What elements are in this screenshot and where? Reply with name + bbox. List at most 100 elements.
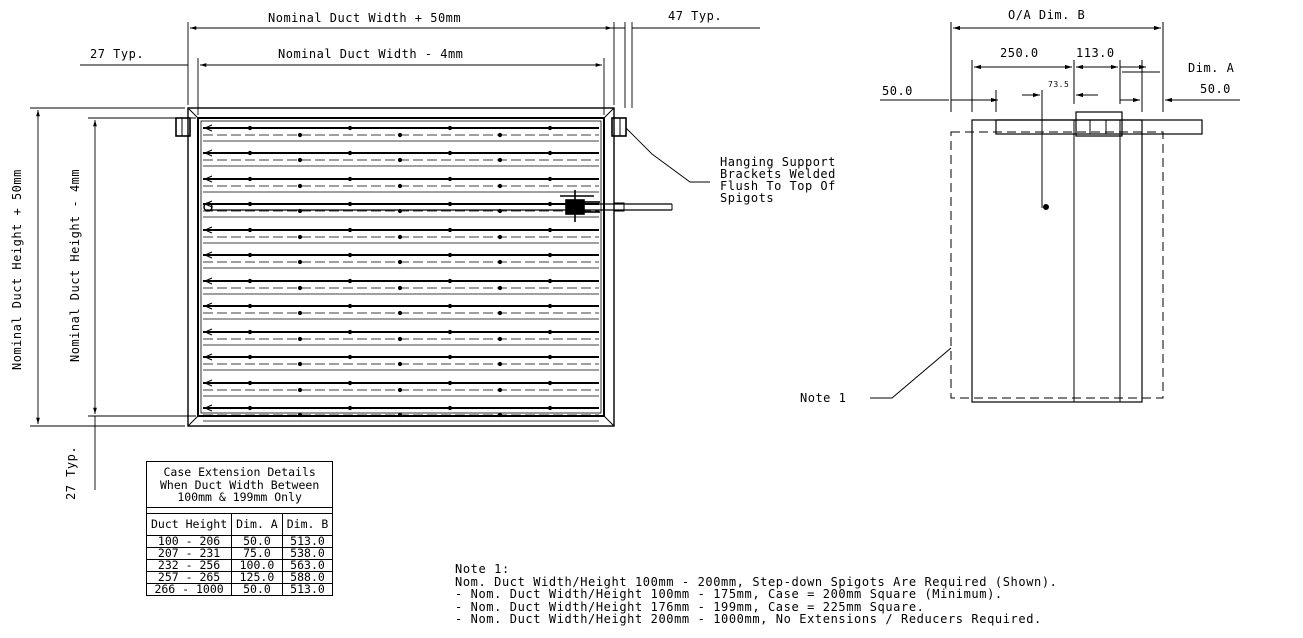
blade-line: [203, 124, 213, 132]
blade-rivet: [447, 329, 453, 335]
blade-rivet: [297, 183, 303, 189]
blade-line: [203, 353, 213, 361]
side-250-label: 250.0: [1000, 46, 1039, 60]
note-line: - Nom. Duct Width/Height 200mm - 1000mm,…: [455, 612, 1042, 627]
blade-rivet: [247, 125, 253, 131]
note1-marker: Note 1: [800, 391, 847, 405]
blade-rivet: [397, 387, 403, 393]
outer-frame: [187, 107, 615, 427]
side-elevation: [870, 22, 1240, 403]
blade-rivet: [497, 132, 503, 138]
blade-rivet: [397, 259, 403, 265]
blade-rivet: [397, 336, 403, 342]
side-overall-label: O/A Dim. B: [1008, 8, 1086, 22]
blade-rivet: [447, 150, 453, 156]
blade-line: [203, 404, 213, 412]
inner-width-label: Nominal Duct Width - 4mm: [278, 47, 464, 61]
blade-rivet: [497, 259, 503, 265]
hanging-support-callout: Hanging Support Brackets Welded Flush To…: [720, 155, 836, 205]
blade-rivet: [397, 285, 403, 291]
flange-right-label: 47 Typ.: [668, 9, 723, 23]
blade-rivet: [547, 380, 553, 386]
blade-rivet: [347, 227, 353, 233]
blade-rivet: [397, 132, 403, 138]
table-row: 257 - 265 125.0 588.0: [145, 570, 334, 584]
blade-line: [203, 251, 213, 259]
blade-rivet: [497, 387, 503, 393]
shaft-coupling: [613, 202, 625, 212]
blade-rivet: [397, 183, 403, 189]
case-body: [971, 119, 1143, 403]
blade-rivet: [547, 150, 553, 156]
blade-rivet: [397, 412, 403, 418]
side-50-right-label: 50.0: [1200, 82, 1231, 96]
blade-rivet: [397, 361, 403, 367]
inner-height-label: Nominal Duct Height - 4mm: [68, 168, 82, 362]
blade-rivet: [297, 387, 303, 393]
table-header: Duct Height Dim. A Dim. B: [145, 512, 334, 536]
blade-rivet: [247, 329, 253, 335]
damper-blades: [203, 124, 599, 422]
table-row: 266 - 1000 50.0 513.0: [145, 582, 334, 596]
blade-rivet: [497, 412, 503, 418]
blade-line: [203, 328, 213, 336]
blade-rivet: [447, 278, 453, 284]
blade-rivet: [247, 150, 253, 156]
blade-rivet: [547, 176, 553, 182]
blade-rivet: [247, 176, 253, 182]
blade-rivet: [447, 227, 453, 233]
notes-heading: Note 1:: [455, 562, 510, 576]
blade-rivet: [247, 227, 253, 233]
blade-line: [203, 175, 213, 183]
blade-rivet: [497, 157, 503, 163]
side-113-label: 113.0: [1076, 46, 1115, 60]
front-dimensions: [30, 22, 760, 490]
blade-rivet: [397, 234, 403, 240]
side-73-label: 73.5: [1048, 80, 1070, 89]
blade-rivet: [547, 125, 553, 131]
blade-rivet: [247, 380, 253, 386]
blade-line: [203, 379, 213, 387]
blade-rivet: [347, 354, 353, 360]
blade-rivet: [347, 303, 353, 309]
blade-rivet: [447, 380, 453, 386]
blade-rivet: [447, 354, 453, 360]
blade-rivet: [497, 285, 503, 291]
blade-rivet: [547, 303, 553, 309]
blade-rivet: [247, 252, 253, 258]
overall-width-label: Nominal Duct Width + 50mm: [268, 11, 462, 25]
blade-rivet: [297, 412, 303, 418]
blade-rivet: [347, 252, 353, 258]
front-elevation: [175, 107, 673, 427]
blade-rivet: [297, 361, 303, 367]
flange-left-label: 27 Typ.: [90, 47, 145, 61]
blade-rivet: [497, 310, 503, 316]
blade-rivet: [447, 252, 453, 258]
blade-rivet: [497, 183, 503, 189]
blade-rivet: [397, 310, 403, 316]
blade-rivet: [347, 380, 353, 386]
blade-rivet: [247, 354, 253, 360]
blade-rivet: [497, 234, 503, 240]
blade-rivet: [547, 329, 553, 335]
blade-rivet: [297, 234, 303, 240]
blade-rivet: [297, 285, 303, 291]
blade-rivet: [247, 405, 253, 411]
side-dim-a-label: Dim. A: [1188, 61, 1235, 75]
overall-height-label: Nominal Duct Height + 50mm: [10, 169, 24, 370]
note-line: - Nom. Duct Width/Height 100mm - 175mm, …: [455, 587, 1003, 602]
blade-line: [203, 302, 213, 310]
blade-rivet: [547, 278, 553, 284]
blade-line: [203, 149, 213, 157]
blade-rivet: [547, 405, 553, 411]
right-bracket: [611, 117, 627, 137]
table-title: Case Extension Details When Duct Width B…: [145, 461, 334, 508]
blade-line: [203, 277, 213, 285]
blade-rivet: [297, 132, 303, 138]
blade-rivet: [447, 176, 453, 182]
blade-rivet: [297, 310, 303, 316]
blade-rivet: [447, 125, 453, 131]
blade-rivet: [397, 157, 403, 163]
flange-bottom-label: 27 Typ.: [64, 445, 78, 500]
